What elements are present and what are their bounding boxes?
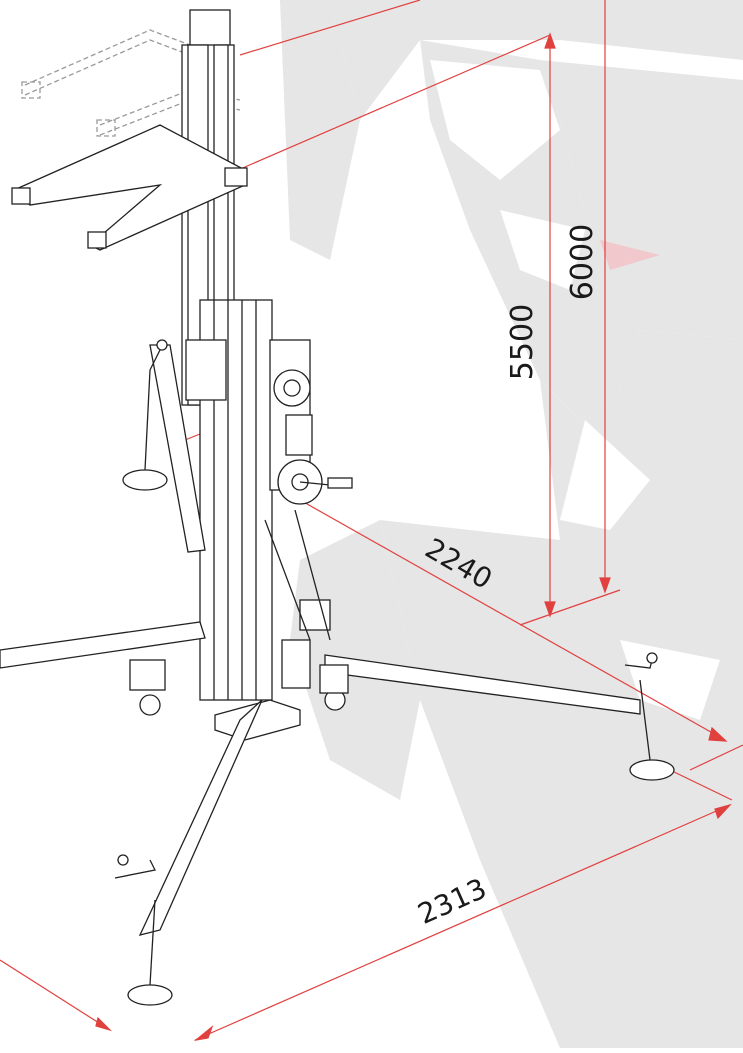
foot-pads: [114, 339, 675, 1006]
dimension-label-height-min: 5500: [505, 304, 540, 380]
mast: [181, 9, 273, 701]
watermark-accent: [600, 240, 660, 270]
lift-drawing: [0, 9, 675, 1006]
winch: [269, 339, 353, 505]
dimension-label-height-max: 6000: [565, 224, 600, 300]
wheels: [129, 659, 349, 716]
fork: [11, 124, 248, 251]
base-hub: [214, 599, 331, 741]
dimension-label-width: 2313: [413, 872, 492, 931]
